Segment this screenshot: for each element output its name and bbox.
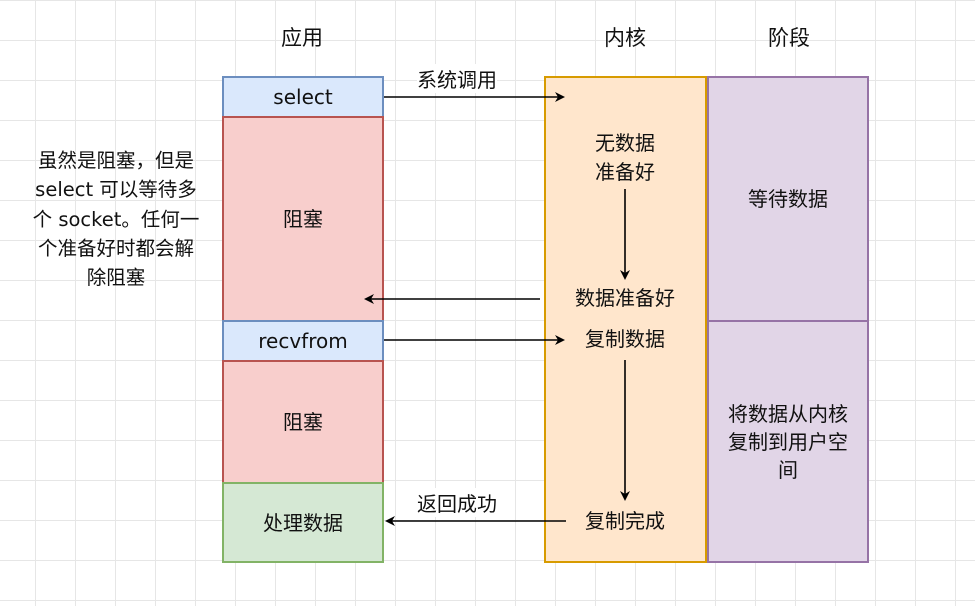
kernel-data-ready: 数据准备好: [563, 284, 687, 313]
header-app: 应用: [281, 26, 323, 50]
recvfrom-box: recvfrom: [222, 320, 384, 362]
kernel-no-data: 无数据 准备好: [595, 131, 655, 184]
kernel-copy-data: 复制数据: [573, 325, 677, 354]
wait-data-box: 等待数据: [707, 76, 869, 322]
process-data-box: 处理数据: [222, 482, 384, 563]
kernel-copy-done: 复制完成: [573, 507, 677, 536]
blocked-box-2: 阻塞: [222, 360, 384, 484]
label-return-success: 返回成功: [417, 488, 497, 517]
copy-to-user-label: 将数据从内核 复制到用户空 间: [728, 401, 848, 482]
wait-data-label: 等待数据: [748, 187, 828, 211]
header-kernel: 内核: [604, 26, 646, 50]
copy-to-user-box: 将数据从内核 复制到用户空 间: [707, 320, 869, 563]
side-note: 虽然是阻塞，但是 select 可以等待多 个 socket。任何一 个准备好时…: [32, 149, 200, 289]
label-syscall: 系统调用: [417, 64, 497, 93]
header-stage: 阶段: [768, 26, 810, 50]
